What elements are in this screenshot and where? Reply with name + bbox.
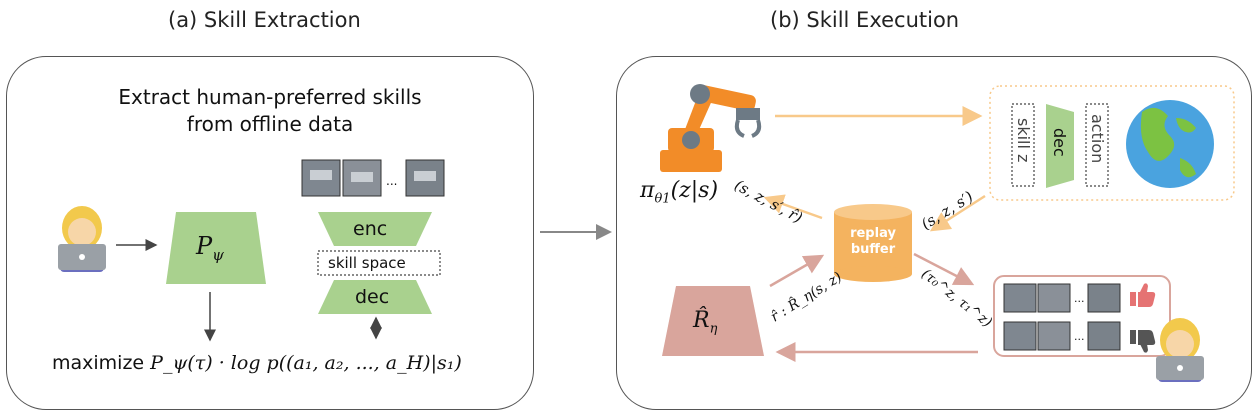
caption-line-2: from offline data bbox=[186, 112, 354, 136]
objective-formula: P_ψ(τ) · log p((a₁, a₂, ..., a_H)|s₁) bbox=[150, 352, 462, 374]
policy-label: πθ1(z|s) bbox=[640, 178, 719, 207]
caption-line-1: Extract human-preferred skills bbox=[118, 85, 422, 109]
encoder-shape bbox=[318, 212, 432, 246]
title-skill-execution: (b) Skill Execution bbox=[770, 8, 960, 32]
reward-model-label: R̂η bbox=[693, 308, 718, 337]
environment-box bbox=[989, 85, 1235, 201]
preference-model-label: Pψ bbox=[196, 232, 224, 264]
thumbs-up-icon bbox=[1130, 283, 1156, 307]
trajectory-ellipsis: ... bbox=[386, 174, 398, 188]
encoder-label: enc bbox=[353, 218, 388, 240]
extraction-caption: Extract human-preferred skills from offl… bbox=[60, 84, 480, 138]
human-icon bbox=[58, 206, 106, 272]
trajectory-frames bbox=[301, 159, 445, 197]
globe-icon bbox=[1126, 100, 1214, 188]
thumbs-down-icon bbox=[1130, 330, 1156, 353]
arrow-environment-to-buffer bbox=[929, 194, 986, 232]
objective-text: maximize P_ψ(τ) · log p((a₁, a₂, ..., a_… bbox=[52, 352, 462, 374]
replay-buffer-label: replay buffer bbox=[850, 226, 896, 257]
action-label: action bbox=[1088, 114, 1107, 164]
title-skill-extraction: (a) Skill Extraction bbox=[168, 8, 361, 32]
arrow-buffer-to-human bbox=[913, 252, 975, 286]
feedback-frames bbox=[1003, 283, 1121, 351]
skill-space-box bbox=[317, 250, 441, 276]
objective-prefix: maximize bbox=[52, 352, 145, 374]
human-icon-feedback bbox=[1156, 318, 1204, 382]
arrow-buffer-to-policy bbox=[763, 194, 823, 220]
decoder-shape bbox=[318, 280, 432, 314]
skill-z-label: skill z bbox=[1014, 118, 1033, 163]
reward-model-shape bbox=[662, 286, 764, 356]
human-feedback-box bbox=[993, 275, 1171, 357]
feedback-ellipsis-bottom: ... bbox=[1074, 330, 1085, 343]
arrow-reward-to-buffer bbox=[769, 254, 825, 288]
env-decoder-label: dec bbox=[1050, 128, 1069, 157]
decoder-label: dec bbox=[355, 286, 390, 308]
replay-buffer-cylinder bbox=[834, 204, 912, 282]
skill-space-label: skill space bbox=[328, 254, 406, 272]
preference-model-shape bbox=[166, 212, 266, 284]
env-decoder-shape bbox=[1046, 104, 1074, 188]
feedback-ellipsis-top: ... bbox=[1074, 292, 1085, 305]
robot-arm-icon bbox=[660, 84, 762, 172]
